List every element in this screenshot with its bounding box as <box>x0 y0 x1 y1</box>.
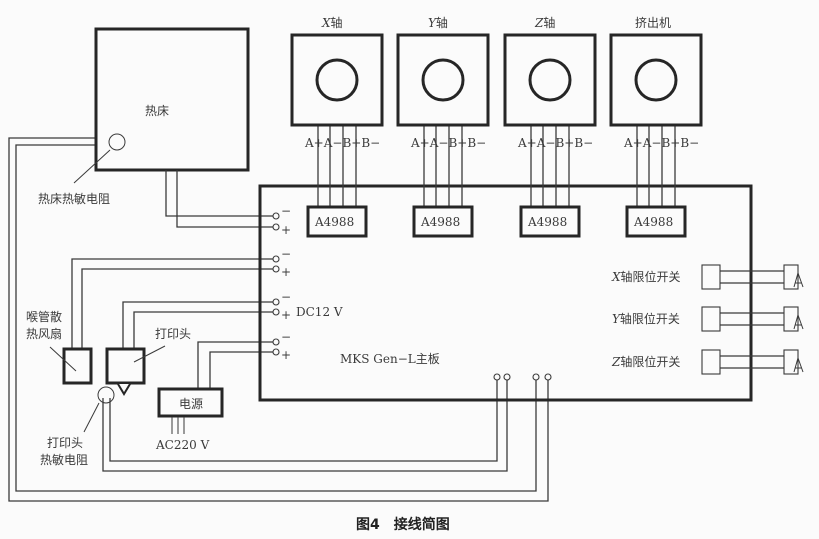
printhead-wire-plus <box>133 311 273 352</box>
heatbed-power-wire-plus <box>176 170 273 228</box>
stepper-driver-label: A4988 <box>420 215 460 229</box>
limit-switch-lever-icon <box>793 314 804 330</box>
limit-switch-connector <box>701 306 721 332</box>
limit-switch-label: Z轴限位开关 <box>611 354 680 369</box>
stepper-motor-extruder: 挤出机 A+A−B+B− A4988 <box>609 15 703 238</box>
stepper-driver-label: A4988 <box>314 215 354 229</box>
fan-wire-plus <box>81 268 273 352</box>
motor-pin-labels: A+A−B+B− <box>517 136 593 150</box>
heatbed-thermistor-label: 热床热敏电阻 <box>38 191 110 206</box>
power-supply-box <box>157 387 224 418</box>
stepper-driver-label: A4988 <box>527 215 567 229</box>
psu-wire-minus <box>197 341 273 389</box>
printhead-wire-minus <box>122 301 273 352</box>
motor-shaft-icon <box>315 58 359 102</box>
stepper-driver-box <box>306 205 368 238</box>
printhead-thermistor-wire-1 <box>102 378 508 472</box>
limit-switch-label: X轴限位开关 <box>611 269 681 284</box>
stepper-motor-x: X轴 A+A−B+B− A4988 <box>290 15 384 238</box>
fan-label-line1: 喉管散 <box>26 309 62 324</box>
mainboard-box <box>258 184 753 402</box>
terminal-group-heatbed: − + <box>272 204 291 237</box>
svg-text:−: − <box>281 247 291 261</box>
fan-leader <box>49 346 77 372</box>
fan-label-line2: 热风扇 <box>26 326 62 341</box>
svg-text:+: + <box>281 348 291 362</box>
ac-input-wires <box>171 417 185 434</box>
stepper-motor-z: Z轴 A+A−B+B− A4988 <box>503 15 597 238</box>
terminal-group-psu: − + <box>272 330 291 362</box>
motor-pin-labels: A+A−B+B− <box>623 136 699 150</box>
stepper-motor-y: Y轴 A+A−B+B− A4988 <box>396 15 490 238</box>
printhead-thermistor-leader <box>83 402 100 433</box>
fan-wire-minus <box>71 258 273 352</box>
limit-switch-connector <box>701 264 721 290</box>
psu-wire-plus <box>209 351 273 389</box>
power-supply-label: 电源 <box>179 397 203 411</box>
stepper-driver-label: A4988 <box>633 215 673 229</box>
motor-title: Y轴 <box>428 15 448 30</box>
limit-switch-lever-icon <box>793 357 804 373</box>
printhead-thermistor-label-line1: 打印头 <box>47 436 83 450</box>
heatbed-thermistor-icon <box>108 133 126 151</box>
svg-text:+: + <box>281 308 291 322</box>
mainboard-label: MKS Gen−L主板 <box>340 352 440 366</box>
printhead-thermistor-icon <box>97 386 115 404</box>
heatbed-thermistor-wire-2 <box>15 144 537 492</box>
limit-switch-x: X轴限位开关 <box>611 264 804 290</box>
printhead-label: 打印头 <box>155 327 191 341</box>
nozzle-icon <box>117 383 131 396</box>
limit-switch-body <box>783 264 799 290</box>
svg-text:−: − <box>281 204 291 218</box>
heatbed-thermistor-leader <box>73 149 111 184</box>
svg-text:+: + <box>281 265 291 279</box>
heatbed-box <box>94 27 250 172</box>
limit-switch-connector <box>701 349 721 375</box>
heatbed-thermistor-wire-1 <box>8 137 549 502</box>
ac-input-label: AC220 V <box>155 438 210 452</box>
thermistor-terminals <box>493 373 552 381</box>
stepper-driver-box <box>412 205 474 238</box>
heatbed-label: 热床 <box>145 104 169 118</box>
limit-switch-lever-icon <box>793 272 804 288</box>
motor-shaft-icon <box>421 58 465 102</box>
printhead-thermistor-wire-2 <box>109 378 498 462</box>
motor-title: Z轴 <box>534 15 555 30</box>
motor-title: 挤出机 <box>635 15 671 30</box>
terminal-group-fan: − + <box>272 247 291 279</box>
limit-switch-body <box>783 306 799 332</box>
fan-box <box>62 347 93 385</box>
motor-shaft-icon <box>634 58 678 102</box>
limit-switch-y: Y轴限位开关 <box>612 306 804 332</box>
printhead-box <box>105 347 146 385</box>
motor-title: X轴 <box>321 15 343 30</box>
limit-switch-label: Y轴限位开关 <box>612 311 680 326</box>
printhead-leader <box>133 345 166 363</box>
heatbed-power-wire-minus <box>165 170 273 217</box>
stepper-driver-box <box>519 205 581 238</box>
figure-caption: 图4 接线简图 <box>356 516 450 533</box>
motor-pin-labels: A+A−B+B− <box>304 136 380 150</box>
svg-text:−: − <box>281 290 291 304</box>
limit-switch-body <box>783 349 799 375</box>
limit-switch-z: Z轴限位开关 <box>611 349 804 375</box>
stepper-driver-box <box>625 205 687 238</box>
svg-text:+: + <box>281 223 291 237</box>
dc-voltage-label: DC12 V <box>296 305 343 319</box>
motor-pin-labels: A+A−B+B− <box>410 136 486 150</box>
printhead-thermistor-label-line2: 热敏电阻 <box>40 452 88 467</box>
terminal-group-printhead: − + <box>272 290 291 322</box>
motor-shaft-icon <box>528 58 572 102</box>
svg-text:−: − <box>281 330 291 344</box>
